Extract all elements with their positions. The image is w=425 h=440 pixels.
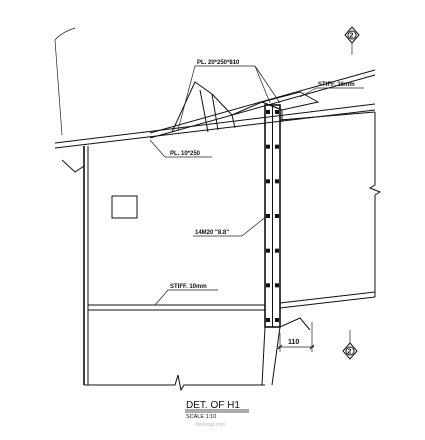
label-plate-10: PL. 10*250 [149,139,212,158]
section-mark-top: 2 [344,26,360,55]
bolt [266,110,270,114]
web-opening [111,195,138,219]
drawing-title: DET. OF H1 [186,400,240,411]
right-beam [279,111,382,309]
svg-text:STIFF. 10mm: STIFF. 10mm [170,284,207,290]
bolt [275,110,279,114]
bolt [266,248,270,253]
dimension-text: 110 [288,339,299,346]
label-stiff-10: STIFF. 10mm [154,284,218,306]
stiffener-10mm [88,304,265,311]
bolt [266,179,270,184]
svg-text:2: 2 [348,349,352,356]
section-mark-bottom: 2 [342,330,358,360]
bolt [266,214,270,218]
bolt [275,248,279,253]
label-stiff-16: STIFF. 16mm [299,82,364,98]
bottom-break [84,317,311,392]
dimension-110: 110 [277,322,315,352]
bolt [275,214,279,218]
bolt [266,144,270,149]
svg-text:14M20 "8.8": 14M20 "8.8" [195,230,229,236]
bolt [266,318,270,322]
bolt [275,179,279,184]
svg-text:PL. 20*250*810: PL. 20*250*810 [197,60,240,66]
bolt-group [266,110,279,322]
title-block: DET. OF H1 SCALE 1:10 tlestongi.com [185,400,249,428]
watermark: tlestongi.com [196,422,225,428]
svg-text:PL. 10*250: PL. 10*250 [170,151,201,157]
svg-text:2: 2 [350,33,354,40]
end-plate [264,104,281,328]
svg-text:STIFF. 16mm: STIFF. 16mm [318,82,355,88]
drawing-scale: SCALE 1:10 [186,414,216,420]
label-plate-top: PL. 20*250*810 [177,60,281,131]
bolt [266,283,270,288]
bolt [275,283,279,288]
bolt [275,144,279,149]
upper-left-curve [54,27,76,136]
column [61,146,89,385]
label-bolts: 14M20 "8.8" [193,214,269,237]
bolt [275,318,279,322]
